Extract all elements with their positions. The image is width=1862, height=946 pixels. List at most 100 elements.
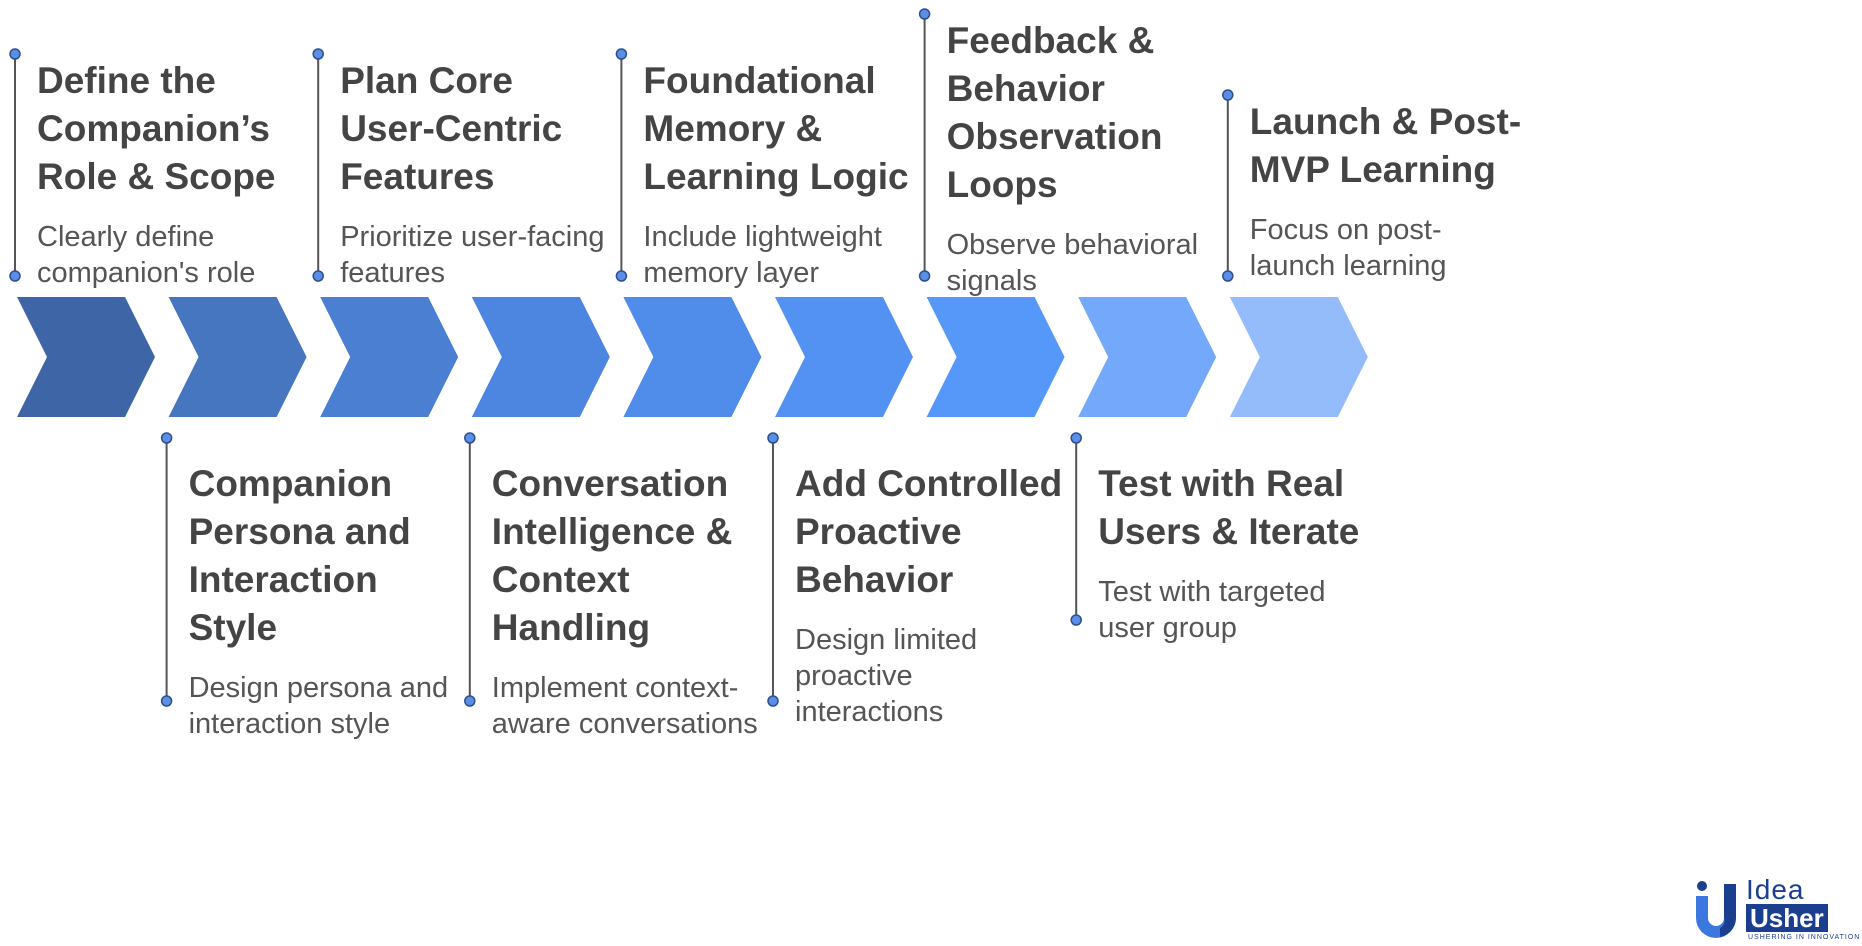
connector-dot-3-end xyxy=(312,270,324,282)
connector-dot-5-start xyxy=(615,48,628,60)
step-title-line: Companion’s xyxy=(37,108,270,149)
step-description: Test with targeted user group xyxy=(1098,574,1359,646)
connector-dot-8-end xyxy=(1070,614,1082,626)
connector-dot-2-end xyxy=(160,695,173,707)
step-description-line: Clearly define xyxy=(37,221,215,253)
step-title-line: Handling xyxy=(491,607,651,648)
logo-text-bottom: Usher xyxy=(1746,904,1828,932)
step-description-line: interactions xyxy=(795,696,944,728)
step-description-line: launch learning xyxy=(1249,250,1447,282)
connector-dot-4-end xyxy=(464,695,476,707)
step-title-line: MVP Learning xyxy=(1249,149,1496,190)
step-title-line: Role & Scope xyxy=(37,156,276,197)
connector-dot-1-end xyxy=(9,270,21,282)
step-title-line: User-Centric xyxy=(340,108,563,149)
step-description-line: Implement context- xyxy=(491,672,739,704)
step-description-line: Design persona and xyxy=(188,672,449,704)
step-description: Design persona and interaction style xyxy=(189,670,449,742)
chevron-step-5 xyxy=(623,297,762,417)
connector-dot-7-end xyxy=(918,270,931,282)
chevron-step-4 xyxy=(471,297,610,417)
step-description-line: companion's role xyxy=(37,257,256,289)
connector-dot-8-start xyxy=(1070,432,1082,444)
step-description-line: features xyxy=(340,257,445,289)
step-title-line: Plan Core xyxy=(340,60,513,101)
step-description-line: Design limited xyxy=(795,624,978,656)
connector-dot-6-end xyxy=(767,695,779,707)
step-title-line: Loops xyxy=(946,164,1058,205)
step-description-line: memory layer xyxy=(643,257,820,289)
step-title-line: Companion xyxy=(188,463,393,504)
step-description-line: interaction style xyxy=(188,708,391,740)
connector-dot-9-start xyxy=(1222,89,1234,101)
step-description: Focus on post-launch learning xyxy=(1250,212,1521,284)
step-description-line: Prioritize user-facing xyxy=(340,221,605,253)
step-description-line: signals xyxy=(946,265,1037,297)
step-description-line: Focus on post- xyxy=(1249,214,1442,246)
connector-dot-4-start xyxy=(464,432,476,444)
connector-dot-5-end xyxy=(615,270,628,282)
step-description-line: Observe behavioral xyxy=(946,229,1199,261)
step-title-line: Foundational xyxy=(643,60,876,101)
step-description: Implement context-aware conversations xyxy=(492,670,758,742)
connector-dot-2-start xyxy=(160,432,173,444)
step-description-line: proactive xyxy=(795,660,913,692)
chevron-step-6 xyxy=(775,297,913,417)
step-title-line: Feedback & xyxy=(946,20,1155,61)
step-title-line: Conversation xyxy=(491,463,729,504)
step-title-line: Observation xyxy=(946,116,1163,157)
step-title: Launch & Post- MVP Learning xyxy=(1250,98,1521,194)
step-description-line: Include lightweight xyxy=(643,221,882,253)
step-title-line: Intelligence & xyxy=(491,511,733,552)
step-title-line: Persona and xyxy=(188,511,411,552)
step-description-line: user group xyxy=(1098,612,1237,644)
step-title-line: Features xyxy=(340,156,495,197)
u-logo-icon xyxy=(1696,881,1736,938)
step-description: Prioritize user-facing features xyxy=(340,219,604,291)
step-title-line: Test with Real xyxy=(1098,463,1345,504)
step-title-line: Users & Iterate xyxy=(1098,511,1360,552)
chevron-step-3 xyxy=(320,297,459,417)
step-title-line: Memory & xyxy=(643,108,823,149)
step-title-line: Proactive xyxy=(795,511,962,552)
step-description: Observe behavioral signals xyxy=(947,227,1198,299)
chevron-step-8 xyxy=(1078,297,1217,417)
step-title-line: Context xyxy=(491,559,630,600)
step-description: Clearly define companion's role xyxy=(37,219,276,291)
step-title-line: Behavior xyxy=(795,559,954,600)
chevron-step-2 xyxy=(168,297,307,417)
logo-tagline: USHERING IN INNOVATION xyxy=(1748,934,1861,941)
step-title-line: Behavior xyxy=(946,68,1105,109)
step-description-line: Test with targeted xyxy=(1098,576,1326,608)
step-title-line: Add Controlled xyxy=(795,463,1063,504)
logo-text-top: Idea xyxy=(1746,874,1805,905)
step-description-line: aware conversations xyxy=(491,708,758,740)
step-title-line: Style xyxy=(188,607,278,648)
connector-dot-6-start xyxy=(767,432,779,444)
connector-dot-1-start xyxy=(9,48,21,60)
chevron-step-9 xyxy=(1229,297,1368,417)
step-title-line: Launch & Post- xyxy=(1249,101,1522,142)
connector-dot-7-start xyxy=(918,8,931,20)
chevron-step-1 xyxy=(17,297,155,417)
step-title-line: Define the xyxy=(37,60,216,101)
step-description: Include lightweight memory layer xyxy=(643,219,908,291)
